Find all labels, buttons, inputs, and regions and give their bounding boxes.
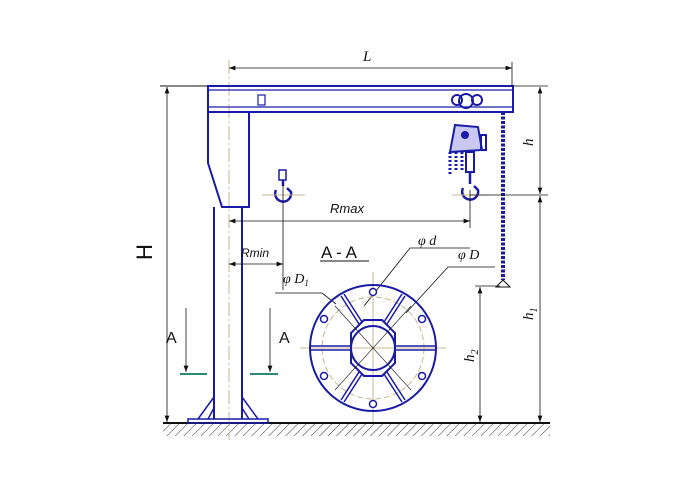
label-phi-d: φ d [418,234,437,249]
hand-chain [494,112,512,288]
label-h: h [521,139,537,147]
column [187,112,269,424]
label-h2: h2 [462,350,481,363]
label-rmax: Rmax [330,201,364,216]
label-rmin: Rmin [241,246,269,260]
label-h1: h1 [521,308,540,321]
label-H: H [132,244,157,260]
label-phi-D1-base: φ D [283,272,304,287]
label-phi-D: φ D [458,248,479,263]
section-mark-right: A [279,330,290,347]
hook-min [262,169,305,290]
label-h2-sub: 2 [470,350,481,355]
dimension-lines [164,62,548,422]
label-h1-sub: 1 [529,308,540,313]
ground [163,422,550,436]
label-h2-base: h [462,355,478,363]
section-marks [180,308,278,375]
jib-beam [160,85,514,113]
section-mark-left: A [166,330,177,347]
label-phi-D1-sub: 1 [304,278,309,288]
flange-section [300,272,446,422]
label-L: L [362,49,371,65]
label-h1-base: h [521,313,537,321]
label-phi-D1: φ D1 [283,272,309,288]
hoist-trolley [448,93,490,228]
section-title: A - A [321,243,358,262]
